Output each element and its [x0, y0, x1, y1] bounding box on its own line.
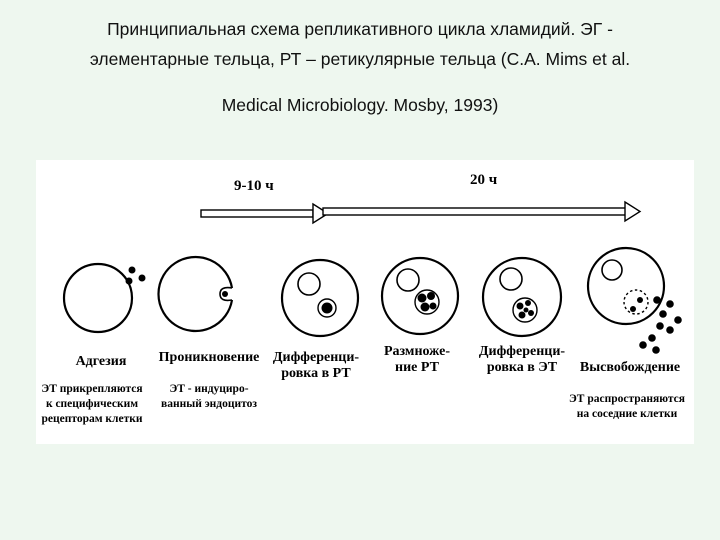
title-line-2: элементарные тельца, РТ – ретикулярные т…	[89, 49, 631, 69]
time-label-long: 20 ч	[470, 172, 498, 188]
stage-desc-adhesion: ЭТ прикрепляются к специфическим рецепто…	[41, 383, 143, 425]
stage-label-differentiation-rb: Дифференци- ровка в РТ	[272, 350, 360, 381]
title-line-1: Принципиальная схема репликативного цикл…	[107, 19, 613, 39]
cell-differentiation-rb	[280, 258, 360, 338]
stage-desc-penetration: ЭТ - индуциро- ванный эндоцитоз	[161, 383, 257, 410]
cell-rb-multiplication	[380, 256, 460, 336]
cell-penetration	[157, 255, 234, 333]
stage-label-rb-multiplication: Размноже- ние РТ	[383, 344, 451, 375]
cell-adhesion	[62, 262, 146, 334]
stage-label-penetration: Проникновение	[158, 350, 260, 365]
cell-release	[586, 246, 682, 354]
timeline-arrow-long	[322, 200, 642, 223]
title-line-3: Medical Microbiology. Mosby, 1993)	[221, 95, 499, 115]
slide-title: Принципиальная схема репликативного цикл…	[0, 14, 720, 120]
time-label-short: 9-10 ч	[234, 178, 274, 194]
timeline-arrow-short	[200, 202, 330, 225]
stage-label-adhesion: Адгезия	[75, 354, 127, 369]
replication-cycle-diagram: 9-10 ч 20 ч Адгезия ЭТ прикрепляются к с…	[36, 160, 694, 444]
cell-differentiation-eb	[481, 256, 563, 338]
stage-label-differentiation-eb: Дифференци- ровка в ЭТ	[478, 344, 566, 375]
diagram-drawing	[62, 200, 682, 354]
stage-desc-release: ЭТ распространяются на соседние клетки	[568, 393, 685, 420]
stage-label-release: Высвобождение	[579, 360, 681, 375]
